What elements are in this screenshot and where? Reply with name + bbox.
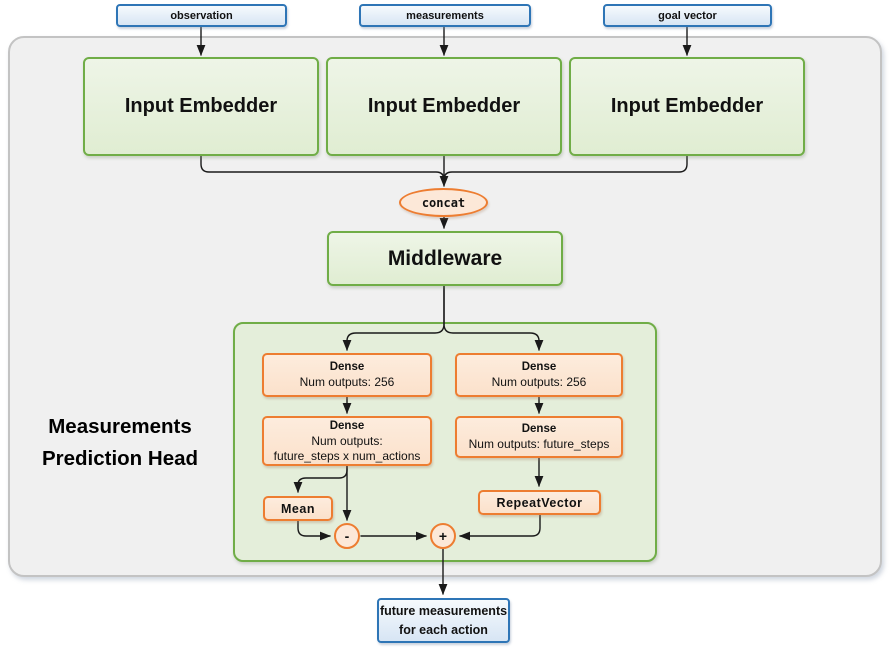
dense-left-1: Dense Num outputs: 256: [262, 353, 432, 397]
middleware-node: Middleware: [327, 231, 563, 286]
output-label-line2: for each action: [399, 622, 488, 637]
dense-outputs: Num outputs: 256: [491, 375, 587, 389]
mean-label: Mean: [281, 501, 315, 516]
input-node-observation: observation: [116, 4, 287, 27]
input-embedder-label: Input Embedder: [610, 95, 764, 117]
input-node-label: observation: [170, 9, 233, 22]
repeat-vector-label: RepeatVector: [496, 495, 583, 510]
minus-icon: -: [344, 528, 350, 544]
dense-title: Dense: [521, 361, 557, 373]
input-node-measurements: measurements: [359, 4, 531, 27]
middleware-label: Middleware: [387, 246, 503, 270]
dense-outputs-2: future_steps x num_actions: [273, 448, 421, 463]
concat-node: concat: [399, 188, 488, 217]
output-node-future-measurements: future measurements for each action: [377, 598, 510, 643]
input-embedder-1: Input Embedder: [83, 57, 319, 156]
plus-icon: +: [438, 528, 448, 544]
repeat-vector-node: RepeatVector: [478, 490, 601, 515]
head-section-label: Measurements Prediction Head: [18, 411, 222, 475]
dense-right-1: Dense Num outputs: 256: [455, 353, 623, 397]
dense-title: Dense: [329, 419, 365, 432]
mean-node: Mean: [263, 496, 333, 521]
head-label-line2: Prediction Head: [41, 447, 199, 470]
dense-title: Dense: [329, 361, 365, 373]
subtract-operator-node: -: [334, 523, 360, 549]
dense-left-2: Dense Num outputs: future_steps x num_ac…: [262, 416, 432, 466]
dense-right-2: Dense Num outputs: future_steps: [455, 416, 623, 458]
concat-label: concat: [421, 195, 466, 210]
dense-title: Dense: [521, 423, 557, 435]
add-operator-node: +: [430, 523, 456, 549]
dense-outputs: Num outputs:: [311, 433, 383, 448]
dense-outputs: Num outputs: future_steps: [468, 437, 610, 451]
input-node-label: measurements: [406, 9, 484, 22]
input-embedder-label: Input Embedder: [367, 95, 521, 117]
head-label-line1: Measurements: [48, 415, 192, 438]
input-node-label: goal vector: [658, 9, 717, 22]
input-node-goal-vector: goal vector: [603, 4, 772, 27]
output-label-line1: future measurements: [379, 604, 508, 619]
input-embedder-2: Input Embedder: [326, 57, 562, 156]
dense-outputs: Num outputs: 256: [299, 375, 395, 389]
input-embedder-3: Input Embedder: [569, 57, 805, 156]
input-embedder-label: Input Embedder: [124, 95, 278, 117]
